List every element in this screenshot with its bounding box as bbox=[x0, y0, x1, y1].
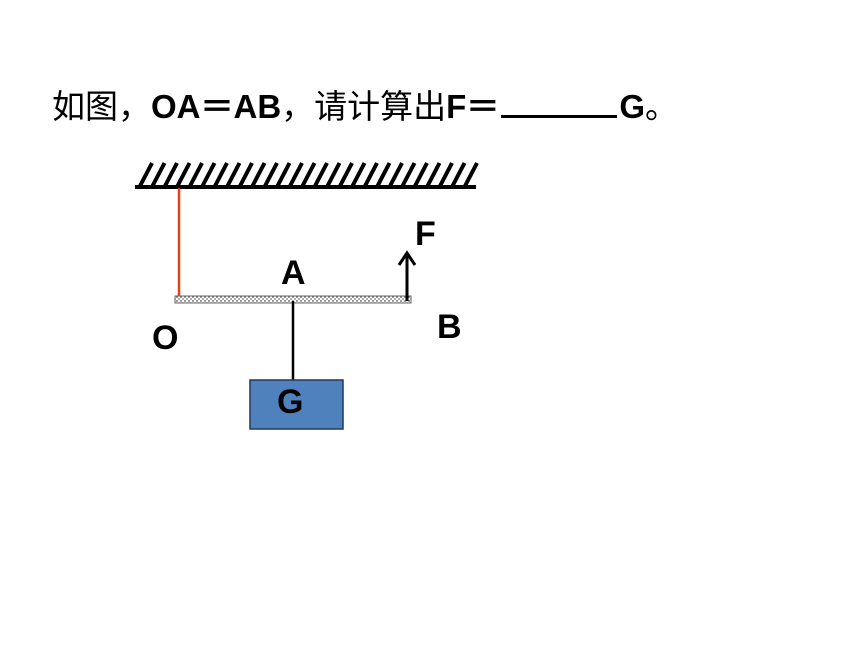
ceiling-hatch bbox=[288, 162, 304, 187]
ceiling-hatch bbox=[325, 162, 342, 187]
ceiling-hatch bbox=[150, 162, 167, 187]
force-arrow bbox=[397, 250, 417, 301]
ceiling-hatch bbox=[313, 162, 329, 187]
ceiling-hatch bbox=[413, 162, 429, 187]
question-weight: G bbox=[619, 88, 646, 125]
ceiling-hatch bbox=[238, 162, 254, 187]
ceiling-hatch bbox=[175, 162, 192, 187]
ceiling-hatch bbox=[338, 162, 354, 187]
ceiling-hatch bbox=[250, 162, 267, 187]
label-A: A bbox=[281, 254, 306, 292]
question-end: 。 bbox=[645, 87, 679, 126]
ceiling-hatch bbox=[188, 162, 204, 187]
label-F: F bbox=[415, 215, 436, 253]
ceiling-hatch bbox=[363, 162, 379, 187]
question-force: F＝ bbox=[446, 88, 500, 125]
ceiling-hatch bbox=[388, 162, 404, 187]
ceiling-hatch bbox=[163, 162, 179, 187]
ceiling-hatch bbox=[213, 162, 229, 187]
label-O: O bbox=[152, 319, 178, 357]
ceiling-hatch bbox=[450, 162, 467, 187]
ceiling-support bbox=[135, 162, 479, 189]
ceiling-hatch bbox=[225, 162, 242, 187]
ceiling-hatch bbox=[438, 162, 454, 187]
ceiling-hatch bbox=[300, 162, 317, 187]
ceiling-hatch bbox=[425, 162, 442, 187]
ceiling-hatch bbox=[200, 162, 217, 187]
ceiling-hatch bbox=[263, 162, 279, 187]
ceiling-hatch bbox=[463, 162, 479, 187]
weight-block bbox=[249, 379, 344, 430]
ceiling-hatch bbox=[138, 162, 154, 187]
ceiling-hatch bbox=[400, 162, 417, 187]
question-prefix: 如图， bbox=[52, 87, 151, 126]
answer-blank[interactable] bbox=[501, 85, 618, 118]
ceiling-hatch bbox=[275, 162, 292, 187]
label-B: B bbox=[437, 308, 462, 346]
ceiling-hatch bbox=[350, 162, 367, 187]
question-condition: OA＝AB bbox=[151, 88, 282, 125]
label-G: G bbox=[277, 383, 303, 421]
question-instruction: ，请计算出 bbox=[281, 87, 447, 126]
question-text: 如图， OA＝AB ，请计算出 F＝ G 。 bbox=[52, 80, 678, 128]
ceiling-hatch bbox=[375, 162, 392, 187]
